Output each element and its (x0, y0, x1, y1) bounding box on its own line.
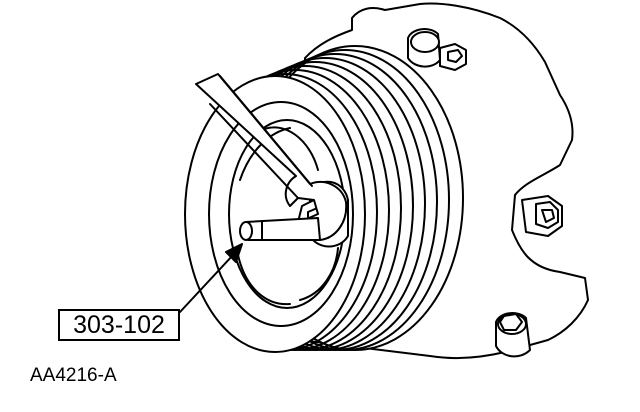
callout-leader (179, 243, 243, 313)
pulley-inner-rim (208, 101, 354, 327)
figure-code: AA4216-A (30, 365, 117, 386)
engine-bolt-lower (495, 312, 531, 358)
engine-bolt-top (407, 28, 467, 71)
special-tool-303-102 (239, 217, 321, 241)
wrench (195, 73, 348, 241)
tool-callout-box: 303-102 (58, 309, 180, 341)
pulley-front-face (184, 75, 366, 353)
tool-number-label: 303-102 (73, 311, 165, 339)
engine-bolt-right (521, 195, 563, 237)
